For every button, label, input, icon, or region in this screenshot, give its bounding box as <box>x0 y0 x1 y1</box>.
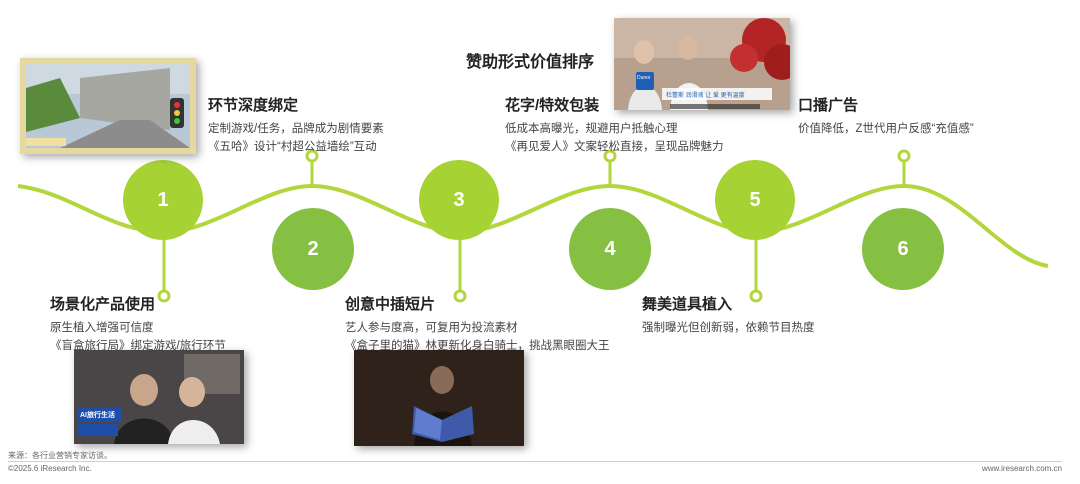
footer-copyright: ©2025.6 iResearch Inc. <box>8 464 92 473</box>
step-3-line-1: 艺人参与度高，可复用为投流素材 <box>345 322 518 334</box>
step-circle-1: 1 <box>123 160 203 240</box>
step-4-line-1: 低成本高曝光，规避用户抵触心理 <box>505 123 678 135</box>
step-1-text: 场景化产品使用 原生植入增强可信度 《盲盒旅行局》绑定游戏/旅行环节 <box>50 293 226 355</box>
footer-url[interactable]: www.iresearch.com.cn <box>981 464 1062 473</box>
photo-couple-caption: 杜蕾斯 润滑液 让 爱 更有温度 <box>666 93 745 99</box>
page-title: 赞助形式价值排序 <box>466 54 595 71</box>
step-circle-2: 2 <box>272 208 354 290</box>
connector-pin-5 <box>749 232 763 303</box>
step-6-title: 口播广告 <box>798 97 859 114</box>
connector-pin-3 <box>453 232 467 303</box>
step-3-title: 创意中插短片 <box>345 296 436 313</box>
step-2-line-2: 《五哈》设计“村超公益墙绘”互动 <box>208 141 377 153</box>
step-6-line-1: 价值降低，Z世代用户反感“充值感” <box>798 123 974 135</box>
step-1-line-1: 原生植入增强可信度 <box>50 322 154 334</box>
footer-source: 来源：各行业营销专家访谈。 <box>8 451 112 460</box>
step-4-text: 花字/特效包装 低成本高曝光，规避用户抵触心理 《再见爱人》文案轻松直接，呈现品… <box>505 94 724 156</box>
connector-pin-1 <box>157 232 171 303</box>
step-circle-3: 3 <box>419 160 499 240</box>
step-2-text: 环节深度绑定 定制游戏/任务，品牌成为剧情要素 《五哈》设计“村超公益墙绘”互动 <box>208 94 384 156</box>
step-4-line-2: 《再见爱人》文案轻松直接，呈现品牌魅力 <box>505 141 724 153</box>
footer-divider <box>8 461 1062 462</box>
step-4-title: 花字/特效包装 <box>505 97 600 114</box>
step-5-title: 舞美道具植入 <box>642 296 733 313</box>
step-5-text: 舞美道具植入 强制曝光但创新弱，依赖节目热度 <box>642 293 815 337</box>
step-5-line-1: 强制曝光但创新弱，依赖节目热度 <box>642 322 815 334</box>
photo-couple-ad: Durex 杜蕾斯 润滑液 让 爱 更有温度 <box>614 18 790 110</box>
connector-pin-2 <box>305 149 319 186</box>
photo-street-scene <box>20 58 196 154</box>
step-2-line-1: 定制游戏/任务，品牌成为剧情要素 <box>208 123 384 135</box>
step-6-text: 口播广告 价值降低，Z世代用户反感“充值感” <box>798 94 974 138</box>
step-circle-5: 5 <box>715 160 795 240</box>
photo-couple-brand: Durex <box>637 75 651 81</box>
step-circle-4: 4 <box>569 208 651 290</box>
step-3-text: 创意中插短片 艺人参与度高，可复用为投流素材 《盒子里的猫》林更新化身白骑士，挑… <box>345 293 610 355</box>
photo-dark-short <box>354 350 524 446</box>
step-3-line-2: 《盒子里的猫》林更新化身白骑士，挑战黑眼圈大王 <box>345 340 610 352</box>
photo-indoor-caption: AI旅行生活 <box>80 412 115 419</box>
step-2-title: 环节深度绑定 <box>208 97 299 114</box>
step-1-title: 场景化产品使用 <box>50 296 156 313</box>
photo-indoor-show: AI旅行生活 <box>74 350 244 444</box>
connector-pin-6 <box>897 149 911 186</box>
step-1-line-2: 《盲盒旅行局》绑定游戏/旅行环节 <box>50 340 226 352</box>
connector-pin-4 <box>603 149 617 186</box>
step-circle-6: 6 <box>862 208 944 290</box>
